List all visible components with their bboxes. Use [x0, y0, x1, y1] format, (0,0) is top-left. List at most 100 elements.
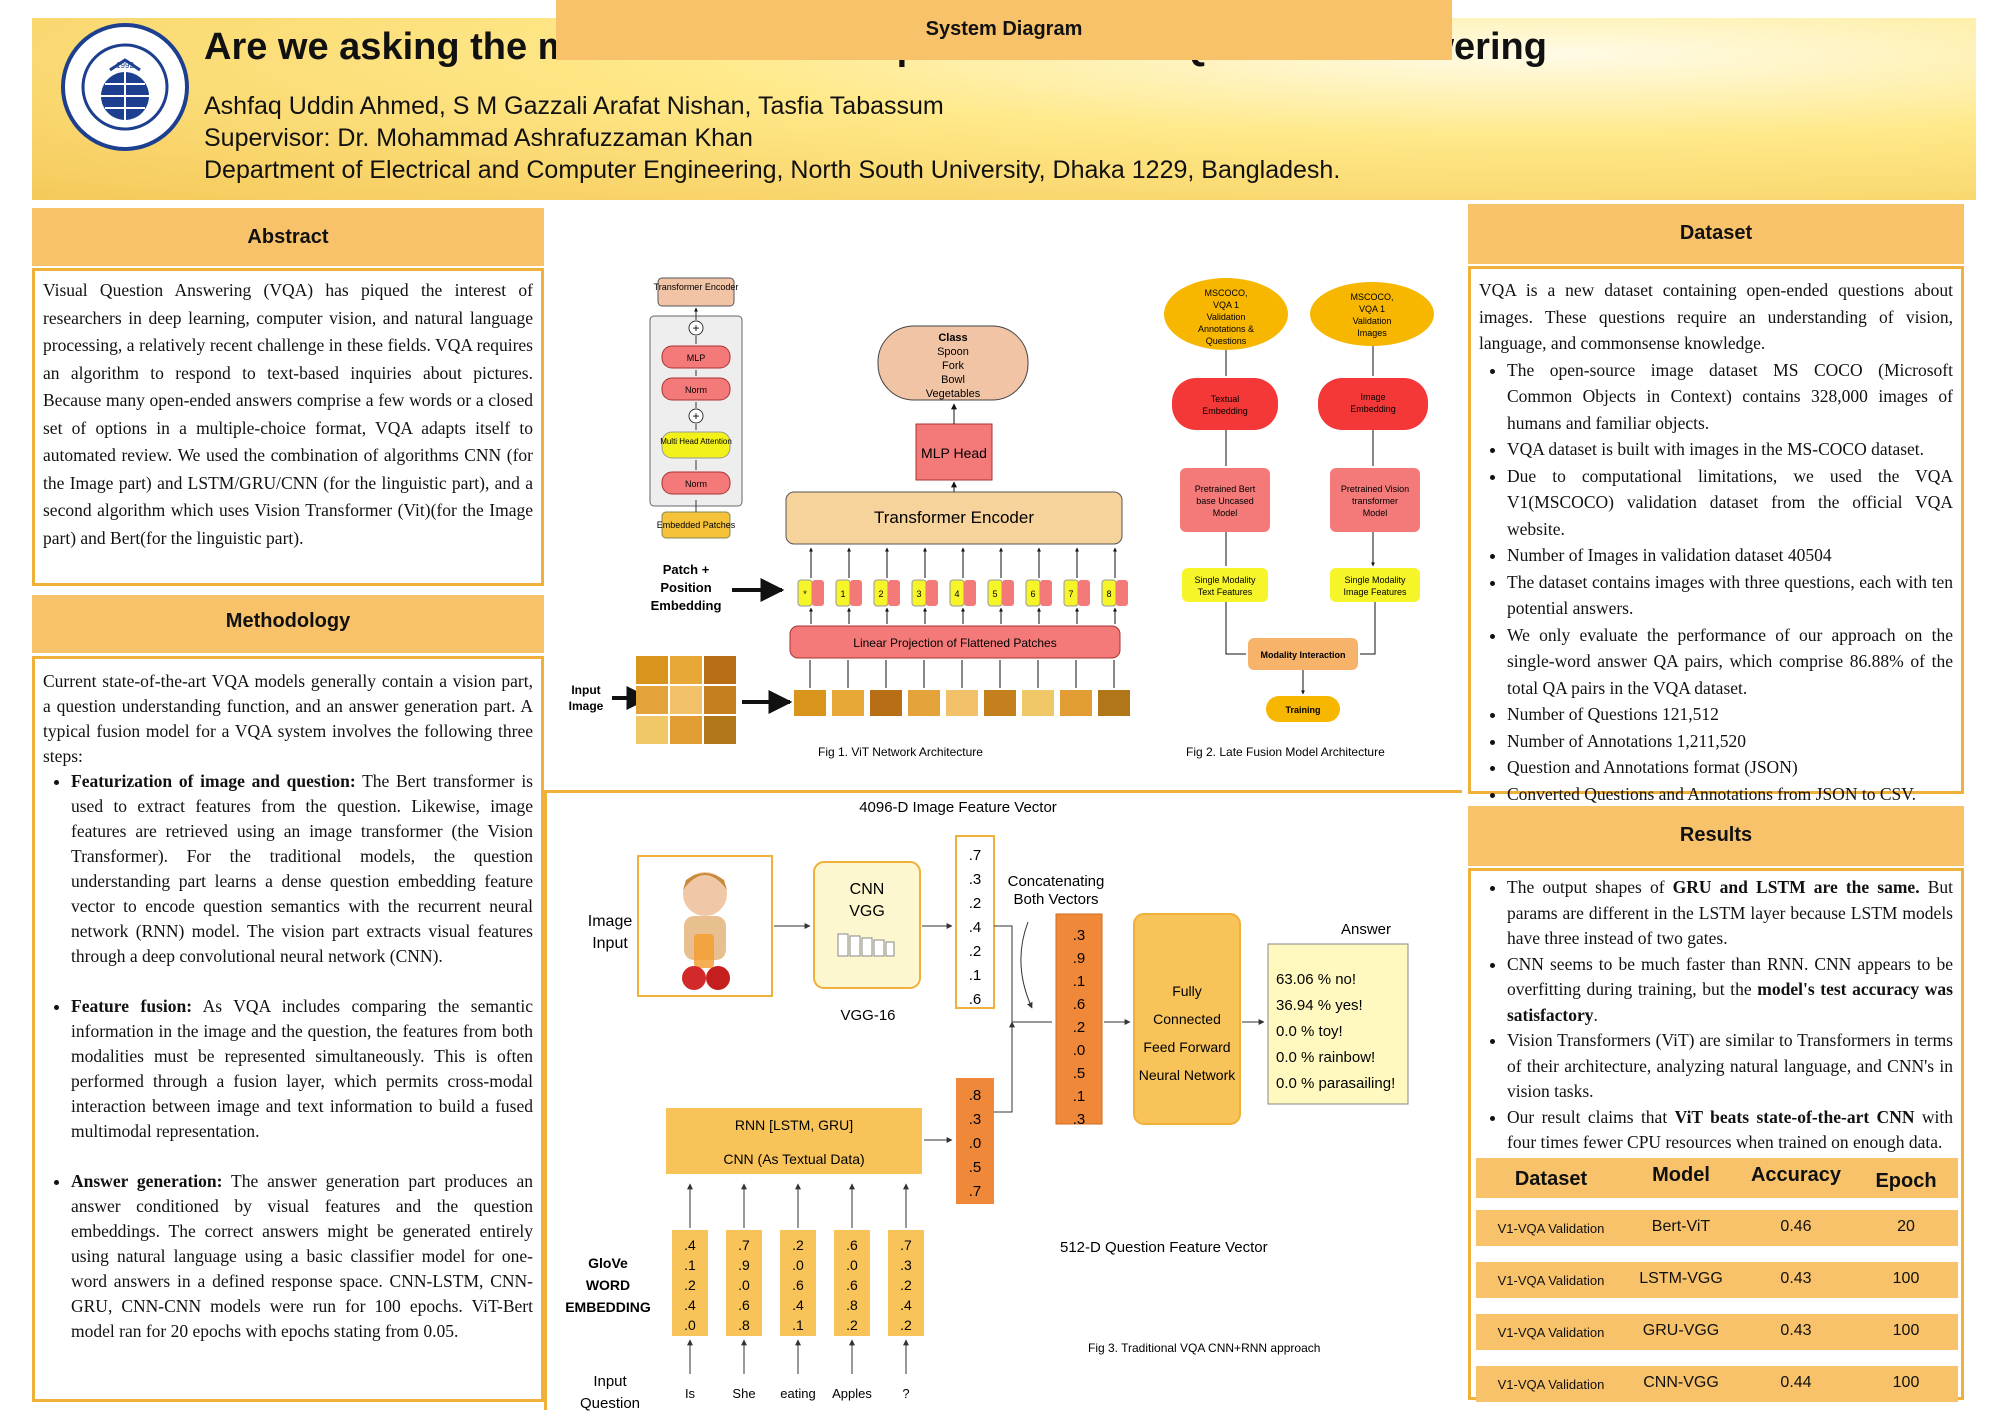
dataset-item: We only evaluate the performance of our …: [1507, 622, 1953, 702]
fc-label: Neural Network: [1139, 1067, 1236, 1083]
fc-label: Fully: [1172, 983, 1202, 999]
word-vector-value: .2: [900, 1317, 912, 1333]
class-item: Spoon: [937, 346, 969, 358]
image-patch: [908, 690, 940, 716]
table-cell: V1-VQA Validation: [1497, 1273, 1605, 1288]
token-index: 1: [840, 589, 845, 599]
question-word: She: [732, 1386, 755, 1401]
word-vector: [672, 1230, 708, 1336]
word-vector-value: .4: [792, 1297, 804, 1313]
dataset-item: VQA dataset is built with images in the …: [1507, 436, 1953, 463]
embedded-patches-label: Embedded Patches: [657, 520, 736, 530]
methodology-item: Feature fusion: As VQA includes comparin…: [71, 994, 533, 1144]
token-index: 3: [916, 589, 921, 599]
vector-value: .5: [969, 1159, 982, 1176]
patch-label: Embedding: [651, 598, 722, 613]
word-vector-value: .3: [900, 1257, 912, 1273]
image-patch: [794, 690, 826, 716]
answer-item: 63.06 % no!: [1276, 971, 1356, 988]
fig1-caption: Fig 1. ViT Network Architecture: [818, 745, 983, 759]
table-cell: 0.46: [1780, 1218, 1812, 1235]
table-cell: 20: [1897, 1218, 1915, 1235]
dataset-item: Number of Annotations 1,211,520: [1507, 728, 1953, 755]
table-cell: Bert-ViT: [1651, 1218, 1711, 1235]
question-vector-label: 512-D Question Feature Vector: [1060, 1239, 1268, 1256]
mlp-label: MLP: [687, 353, 706, 363]
table-cell: V1-VQA Validation: [1497, 1221, 1605, 1236]
methodology-heading: Methodology: [32, 595, 544, 653]
table-cell: LSTM-VGG: [1639, 1270, 1723, 1287]
table-header: Dataset Model Accuracy Epoch: [1476, 1158, 1958, 1198]
result-item: The output shapes of GRU and LSTM are th…: [1507, 875, 1953, 952]
image-vector-label: 4096-D Image Feature Vector: [859, 799, 1057, 816]
image-features: Single Modality: [1344, 575, 1406, 585]
vit-model: Pretrained Vision: [1341, 484, 1409, 494]
department: Department of Electrical and Computer En…: [204, 156, 1341, 184]
vit-model: transformer: [1352, 496, 1398, 506]
image-patch: [870, 690, 902, 716]
girl-eating-apple-image: [682, 872, 730, 990]
fig2-src2-line: Validation: [1353, 316, 1392, 326]
input-image-label: Image: [569, 699, 604, 713]
vgg16-label: VGG-16: [840, 1007, 895, 1024]
encoder-small-label: Transformer Encoder: [654, 282, 739, 292]
image-input-label: Input: [592, 935, 628, 952]
question-word: Apples: [832, 1386, 872, 1401]
word-vector-value: .6: [792, 1277, 804, 1293]
answer-item: 36.94 % yes!: [1276, 997, 1363, 1014]
table-cell: 0.43: [1780, 1322, 1812, 1339]
glove-label: EMBEDDING: [565, 1299, 651, 1315]
dataset-item: The dataset contains images with three q…: [1507, 569, 1953, 622]
university-logo: 1992: [61, 23, 189, 151]
fig2-src1-line: Annotations &: [1198, 324, 1254, 334]
methodology-intro: Current state-of-the-art VQA models gene…: [43, 671, 533, 766]
patch-token: [964, 580, 976, 606]
word-vector-value: .6: [738, 1297, 750, 1313]
class-label: Class: [938, 332, 967, 344]
vector-value: .3: [969, 871, 982, 888]
table-cell: V1-VQA Validation: [1497, 1325, 1605, 1340]
fig2-src2-line: VQA 1: [1359, 304, 1385, 314]
vector-value: .3: [969, 1111, 982, 1128]
bert-model: Pretrained Bert: [1195, 484, 1256, 494]
result-item: Our result claims that ViT beats state-o…: [1507, 1105, 1953, 1156]
word-vector-value: .1: [684, 1257, 696, 1273]
token-index: *: [803, 589, 807, 599]
word-vector-value: .2: [684, 1277, 696, 1293]
fig2-src2-line: Images: [1357, 328, 1387, 338]
transformer-encoder-label: Transformer Encoder: [874, 508, 1034, 527]
vector-value: .7: [969, 1183, 982, 1200]
word-vector-value: .8: [738, 1317, 750, 1333]
glove-label: WORD: [586, 1277, 630, 1293]
vector-value: .2: [1073, 1019, 1086, 1036]
vector-value: .2: [969, 943, 982, 960]
answer-item: 0.0 % rainbow!: [1276, 1049, 1375, 1066]
dataset-item: The open-source image dataset MS COCO (M…: [1507, 357, 1953, 437]
system-diagram-fig12: Transformer Encoder + MLP Norm + Multi H…: [569, 277, 1434, 759]
vector-value: .7: [969, 847, 982, 864]
mlp-head-label: MLP Head: [921, 445, 987, 461]
fig2-src1-line: VQA 1: [1213, 300, 1239, 310]
patch-token: [850, 580, 862, 606]
supervisor: Supervisor: Dr. Mohammad Ashrafuzzaman K…: [204, 124, 753, 152]
concat-label: Concatenating: [1008, 873, 1105, 890]
token-index: 5: [992, 589, 997, 599]
word-vector: [888, 1230, 924, 1336]
word-vector-value: .0: [846, 1257, 858, 1273]
vector-value: .3: [1073, 927, 1086, 944]
patch-token: [812, 580, 824, 606]
fig3-caption: Fig 3. Traditional VQA CNN+RNN approach: [1088, 1341, 1320, 1355]
answer-item: 0.0 % parasailing!: [1276, 1075, 1395, 1092]
word-vector: [780, 1230, 816, 1336]
dataset-item: Question and Annotations format (JSON): [1507, 754, 1953, 781]
cnn-text-label: CNN (As Textual Data): [723, 1151, 864, 1167]
word-vector-value: .0: [738, 1277, 750, 1293]
word-vector: [726, 1230, 762, 1336]
question-word: Is: [685, 1386, 696, 1401]
results-heading: Results: [1468, 806, 1964, 866]
dataset-item: Due to computational limitations, we use…: [1507, 463, 1953, 543]
vector-value: .4: [969, 919, 982, 936]
textual-embedding: Embedding: [1202, 406, 1248, 416]
